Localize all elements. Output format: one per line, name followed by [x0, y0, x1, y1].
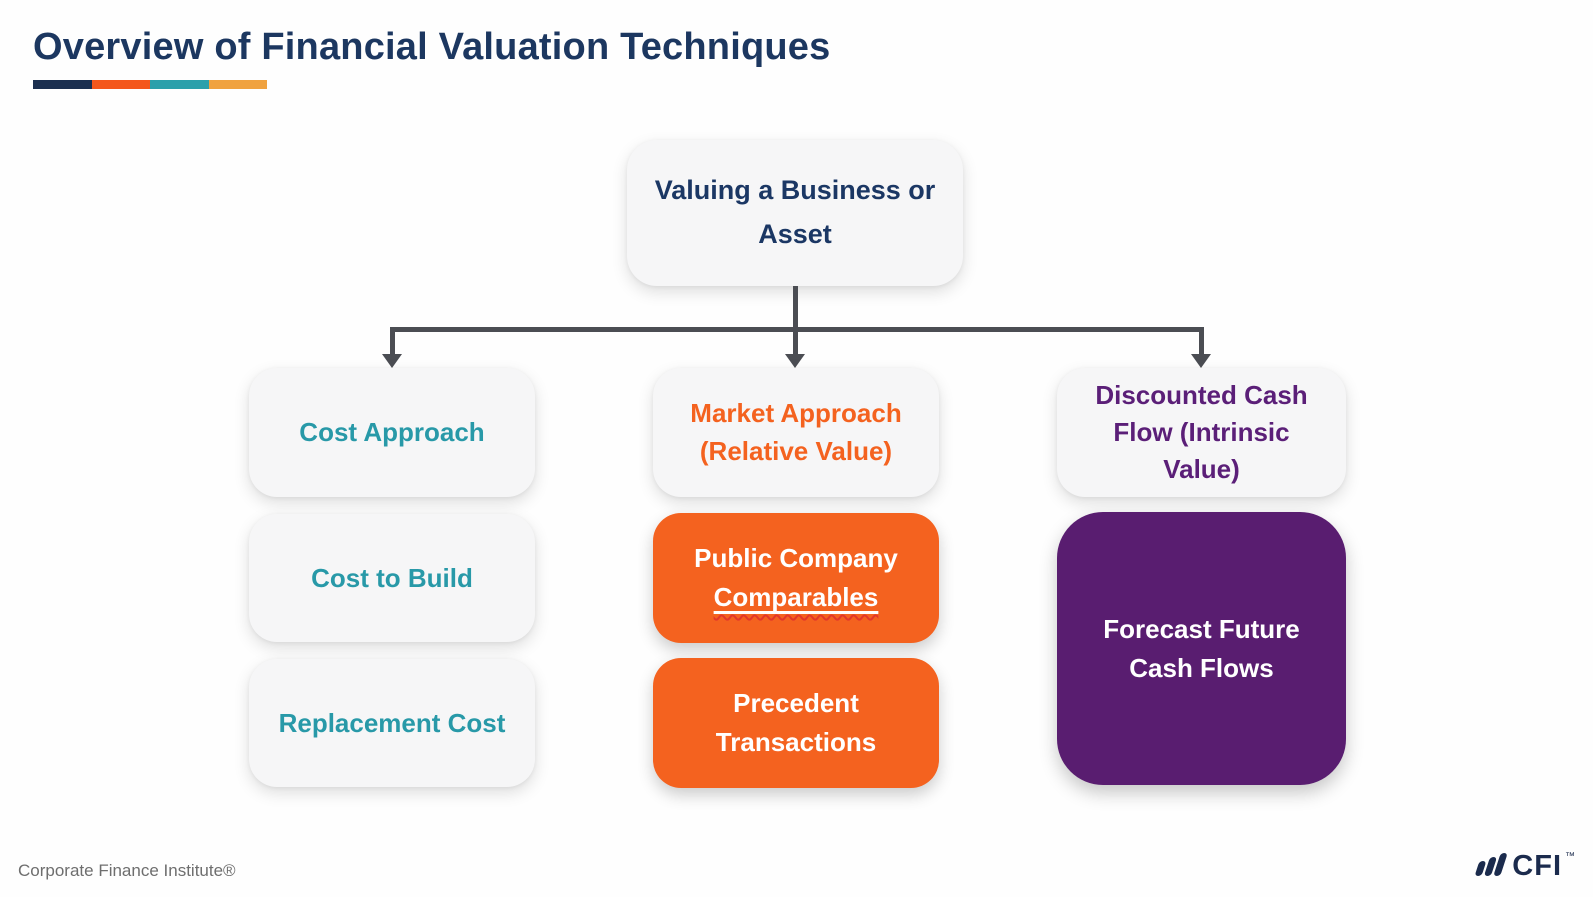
- accent-segment-teal: [150, 80, 209, 89]
- accent-segment-navy: [33, 80, 92, 89]
- node-label: Forecast Future Cash Flows: [1103, 613, 1300, 683]
- node-precedent-transactions: Precedent Transactions: [653, 658, 939, 788]
- node-label: Precedent Transactions: [715, 688, 877, 757]
- node-label: Valuing a Business or Asset: [654, 175, 936, 249]
- spellcheck-squiggle: Comparables: [714, 582, 879, 612]
- node-cost-to-build: Cost to Build: [249, 514, 535, 642]
- down-arrow-icon: [785, 354, 805, 368]
- cfi-logo: CFI ™: [1474, 850, 1575, 883]
- accent-segment-orange: [91, 80, 150, 89]
- node-label: Replacement Cost: [278, 707, 506, 738]
- node-label: Market Approach (Relative Value): [690, 397, 902, 466]
- node-cost-approach: Cost Approach: [249, 368, 535, 497]
- node-replacement-cost: Replacement Cost: [249, 659, 535, 787]
- cfi-logo-icon: [1474, 853, 1509, 880]
- trademark-symbol: ™: [1565, 851, 1575, 862]
- node-discounted-cash-flow: Discounted Cash Flow (Intrinsic Value): [1057, 368, 1346, 497]
- accent-segment-amber: [208, 80, 267, 89]
- node-label: Discounted Cash Flow (Intrinsic Value): [1095, 380, 1308, 484]
- node-market-approach: Market Approach (Relative Value): [653, 368, 939, 497]
- label-line-1: Public Company: [694, 543, 898, 573]
- down-arrow-icon: [382, 354, 402, 368]
- node-public-company-comparables: Public Company Comparables: [653, 513, 939, 643]
- connector-drop-left: [390, 327, 395, 355]
- connector-drop-middle: [793, 330, 798, 355]
- label-line-2: Comparables: [713, 582, 879, 612]
- node-label: Public Company Comparables: [694, 539, 898, 617]
- connector-horizontal-bar: [390, 327, 1204, 332]
- page-title: Overview of Financial Valuation Techniqu…: [33, 26, 831, 68]
- node-valuing-business-or-asset: Valuing a Business or Asset: [627, 140, 963, 286]
- node-label: Cost to Build: [311, 562, 473, 593]
- down-arrow-icon: [1191, 354, 1211, 368]
- footer-brand-text: Corporate Finance Institute®: [18, 861, 236, 880]
- title-accent-bar: [33, 80, 267, 89]
- cfi-logo-text: CFI: [1512, 850, 1562, 882]
- connector-root-stem: [793, 286, 798, 330]
- connector-drop-right: [1199, 327, 1204, 355]
- node-label: Cost Approach: [299, 417, 485, 447]
- node-forecast-future-cash-flows: Forecast Future Cash Flows: [1057, 512, 1346, 785]
